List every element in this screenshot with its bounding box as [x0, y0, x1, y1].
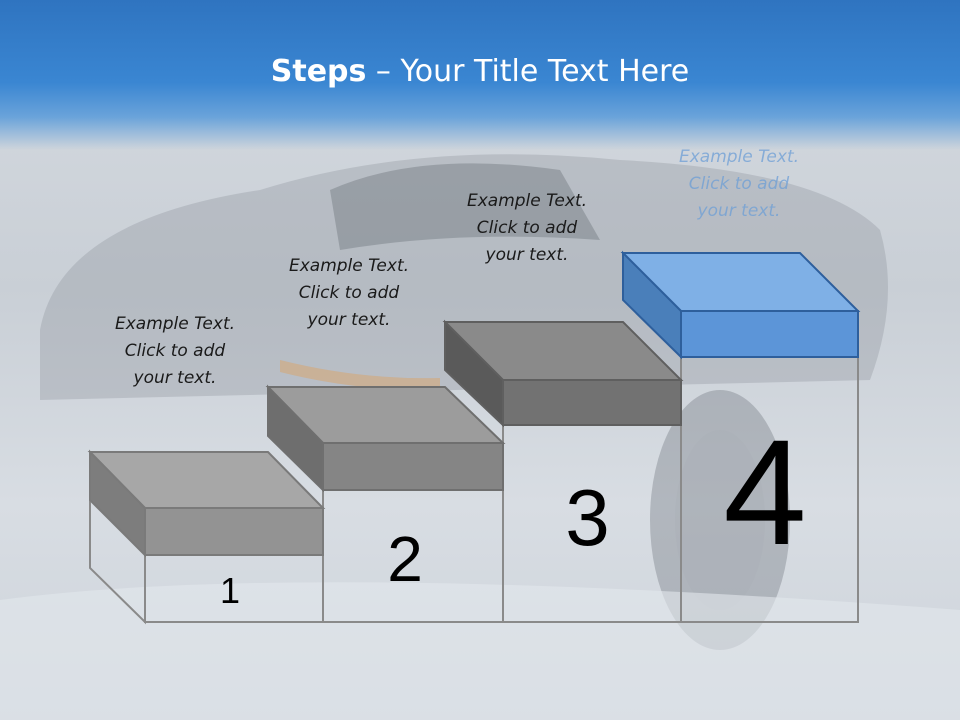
title-bold: Steps	[270, 54, 367, 89]
step-3-text-line1: Example Text.	[466, 191, 588, 211]
step-number-3: 3	[565, 473, 610, 562]
step-label-2[interactable]: Example Text. Click to add your text.	[264, 253, 434, 334]
step-4-text-line1: Example Text.	[678, 147, 800, 167]
step-3-text-line2: Click to add	[476, 218, 578, 238]
title-bar	[0, 0, 960, 150]
step-1-text-line3: your text.	[133, 368, 217, 388]
step-number-1: 1	[219, 570, 241, 611]
step-1-text-line2: Click to add	[124, 341, 226, 361]
step-block-1[interactable]	[87, 449, 326, 558]
step-label-4[interactable]: Example Text. Click to add your text.	[654, 144, 824, 225]
step-2-text-line2: Click to add	[298, 283, 400, 303]
step-4-text-line2: Click to add	[688, 174, 790, 194]
step-label-3[interactable]: Example Text. Click to add your text.	[442, 188, 612, 269]
step-block-2[interactable]	[265, 384, 506, 493]
slide-title[interactable]: Steps – Your Title Text Here	[0, 54, 960, 89]
step-number-2: 2	[387, 523, 423, 595]
title-rest: – Your Title Text Here	[366, 54, 690, 89]
step-block-3[interactable]	[442, 319, 684, 428]
step-number-4: 4	[723, 408, 807, 576]
step-block-4[interactable]	[620, 250, 861, 360]
step-3-text-line3: your text.	[485, 245, 569, 265]
step-1-text-line1: Example Text.	[114, 314, 236, 334]
step-2-text-line1: Example Text.	[288, 256, 410, 276]
step-4-text-line3: your text.	[697, 201, 781, 221]
step-2-text-line3: your text.	[307, 310, 391, 330]
step-label-1[interactable]: Example Text. Click to add your text.	[90, 311, 260, 392]
